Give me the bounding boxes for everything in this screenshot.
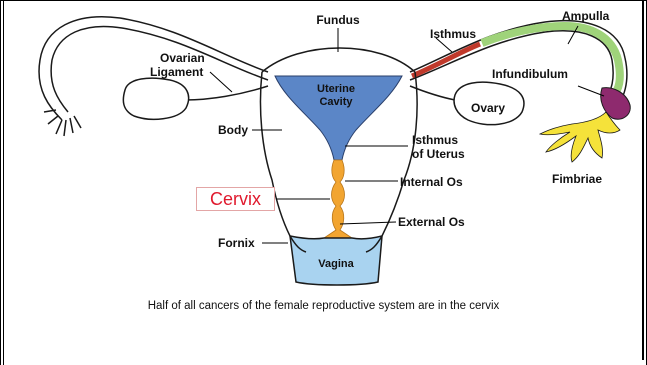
label-uterine-cavity-1: Uterine	[317, 83, 355, 95]
isthmus-segment	[412, 44, 480, 76]
label-body: Body	[218, 123, 248, 137]
ovarian-ligament-leader	[210, 72, 232, 92]
label-ovary: Ovary	[471, 101, 505, 115]
caption: Half of all cancers of the female reprod…	[0, 300, 647, 312]
label-vagina: Vagina	[318, 258, 354, 270]
label-ovarian-ligament-1: Ovarian	[160, 51, 205, 65]
label-internal-os: Internal Os	[400, 175, 463, 189]
left-ovary	[123, 78, 188, 119]
label-isthmus-of-uterus-2: of Uterus	[412, 147, 465, 161]
label-isthmus: Isthmus	[430, 27, 476, 41]
infundibulum-leader	[578, 86, 604, 96]
label-isthmus-of-uterus-1: Isthmus	[412, 133, 458, 147]
label-fornix: Fornix	[218, 236, 255, 250]
fimbriae-shape	[540, 112, 620, 162]
cervix-highlight-label: Cervix	[196, 187, 275, 211]
label-fundus: Fundus	[316, 13, 360, 27]
left-ovarian-ligament	[185, 86, 268, 100]
label-ovarian-ligament-2: Ligament	[150, 65, 203, 79]
label-fimbriae: Fimbriae	[552, 172, 602, 186]
uterus-left-wall	[260, 72, 290, 236]
label-ampulla: Ampulla	[562, 9, 610, 23]
label-external-os: External Os	[398, 215, 465, 229]
label-uterine-cavity-2: Cavity	[319, 96, 353, 108]
label-infundibulum: Infundibulum	[492, 67, 568, 81]
